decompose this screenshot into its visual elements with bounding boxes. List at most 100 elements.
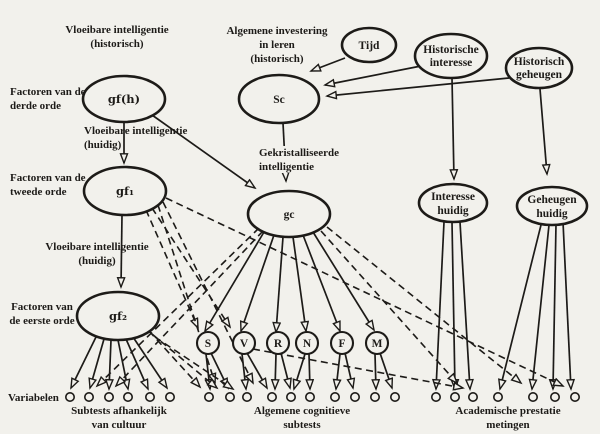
historisch-geheugen-ellipse [504,46,574,90]
edge-solid [125,338,148,389]
label-third-order-1: Factoren van de [10,86,86,98]
label-fluid-now-a-1: Vloeibare intelligentie [84,125,187,137]
factor-S: S [195,330,221,356]
factor-F-circle [329,330,355,356]
variable-circle [549,391,560,402]
interesse-huidig-label-line1: Interesse [431,191,475,203]
geheugen-huidig-ellipse [515,185,589,227]
label-variables: Variabelen [8,392,59,404]
label-academic-2: metingen [486,419,529,431]
edge-solid [344,352,353,388]
label-fluid-now-a-2: (huidig) [84,139,122,151]
label-first-order-2: de eerste orde [9,315,74,327]
edge-solid [500,224,542,389]
label-cognitive-1: Algemene cognitieve [254,405,350,417]
label-culture-2: van cultuur [92,419,147,431]
node-geheugen-huidig: Geheugen huidig [515,185,589,227]
factor-S-circle [195,330,221,356]
historische-interesse-label-line2: interesse [430,57,473,69]
node-tijd: Tijd [340,26,398,64]
historisch-geheugen-label-line2: geheugen [516,69,563,81]
label-investment-2: in leren [259,39,295,51]
nodes-layer: gf(h) Sc Tijd Historische interesse Hist… [75,26,589,342]
factor-V-circle [231,330,257,356]
variable-circle [492,391,503,402]
node-historische-interesse: Historische interesse [413,32,489,80]
edge-solid [280,352,290,388]
sc-ellipse [237,73,321,125]
edge-solid [117,339,128,389]
labels-layer: Vloeibare intelligentie (historisch) Alg… [8,24,561,431]
interesse-huidig-label-line2: huidig [437,205,469,217]
edge-solid [302,234,341,331]
edge-solid [532,224,550,389]
node-gf2: gf₂ [75,290,161,342]
edge-solid [292,236,306,331]
node-interesse-huidig: Interesse huidig [417,182,489,224]
label-investment-3: (historisch) [250,53,304,65]
node-gc: gc [246,189,332,239]
edge-dashed [326,226,521,383]
historische-interesse-label-line1: Historische [423,44,479,56]
historische-interesse-ellipse [413,32,489,80]
historisch-geheugen-label-line1: Historisch [514,56,565,68]
variable-circle [430,391,441,402]
variable-circle [145,391,156,402]
edge-solid [336,353,340,389]
interesse-huidig-ellipse [417,182,489,224]
label-investment-1: Algemene investering [226,25,328,37]
gf2-ellipse [75,290,161,342]
geheugen-huidig-label-line1: Geheugen [527,194,577,206]
variable-circle [242,391,253,402]
edge-solid [452,221,455,389]
factor-V: V [231,330,257,356]
edge-solid [246,352,267,388]
label-fluid-historic-2: (historisch) [90,38,144,50]
label-fluid-historic-1: Vloeibare intelligentie [65,24,168,36]
label-crystallized-2: intelligentie [259,161,314,173]
factor-M: M [364,330,390,356]
variable-circles [65,391,580,402]
edge-solid [121,214,122,287]
label-cognitive-2: subtests [283,419,321,431]
node-gf1: gf₁ [82,165,168,217]
edge-solid [379,352,392,388]
gfh-label: gf(h) [108,92,140,106]
label-fluid-now-b-2: (huidig) [78,255,116,267]
edge-dashed [148,330,200,387]
edge-dashed [252,348,463,388]
edge-solid [294,353,306,389]
factor-F: F [329,330,355,356]
variable-circle [65,391,76,402]
factor-R-label: R [274,338,283,350]
edge-dashed [162,201,253,383]
label-culture-1: Subtests afhankelijk [71,405,168,417]
crystallized-label-backdrop [256,146,344,173]
edge-solid [90,338,105,388]
edge-solid [109,339,111,389]
gf2-label: gf₂ [109,309,127,323]
gc-ellipse [246,189,332,239]
tijd-label: Tijd [359,40,380,52]
edge-solid [309,353,310,389]
edge-solid [312,231,374,330]
gf1-label: gf₁ [116,184,134,198]
edge-solid [71,336,97,388]
factor-M-label: M [372,338,383,350]
variable-circle [389,391,400,402]
edge-solid [553,223,556,389]
factor-N: N [294,330,320,356]
edge-solid [205,231,265,331]
edge-solid [327,77,510,96]
variable-circle [349,391,360,402]
tijd-ellipse [340,26,398,64]
node-gfh: gf(h) [81,74,167,124]
variable-circle [569,391,580,402]
edge-solid [375,353,376,389]
edge-solid [311,57,346,72]
edge-solid [275,353,276,389]
variable-circle [123,391,134,402]
factor-N-label: N [303,338,312,350]
